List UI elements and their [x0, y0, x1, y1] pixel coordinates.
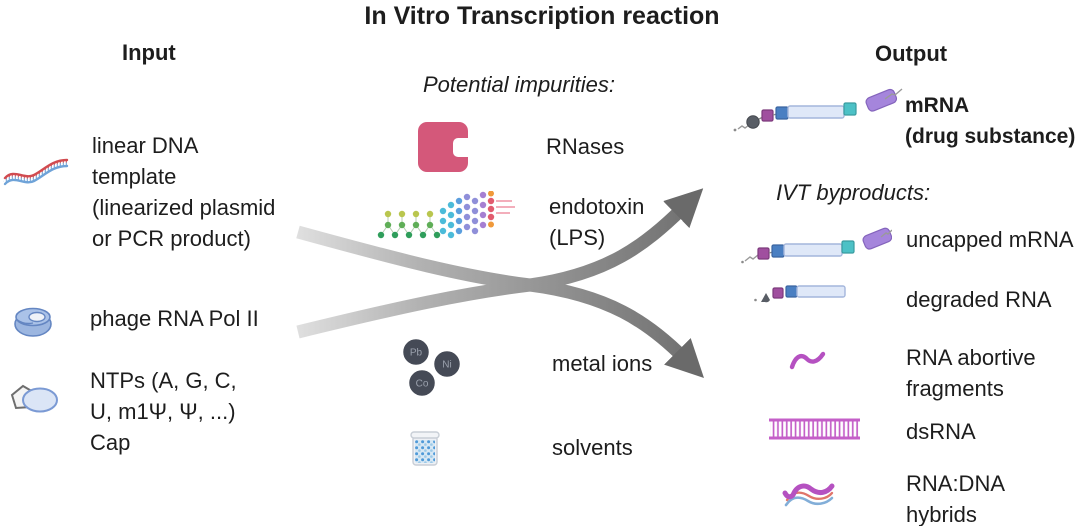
arrow-down-right: [296, 225, 704, 378]
metal-ions-icon: Pb Ni Co: [401, 337, 462, 398]
metal-ni-label: Ni: [442, 360, 451, 371]
metal-pb-label: Pb: [410, 348, 423, 359]
input-header: Input: [122, 40, 176, 65]
ntps-label: NTPs (A, G, C, U, m1Ψ, Ψ, ...) Cap: [90, 368, 237, 455]
rna-dna-hybrids-label: RNA:DNA hybrids: [906, 471, 1006, 526]
dsrna-label: dsRNA: [906, 419, 976, 444]
page-title: In Vitro Transcription reaction: [364, 2, 720, 30]
rnase-icon: [418, 122, 469, 172]
rna-abortive-fragments-icon: [789, 351, 826, 370]
rna-abortive-fragments-label: RNA abortive fragments: [906, 345, 1036, 401]
solvents-label: solvents: [552, 435, 633, 460]
mrna-label: mRNA (drug substance): [905, 94, 1076, 148]
impurities-header: Potential impurities:: [423, 72, 615, 97]
uncapped-mrna-label: uncapped mRNA: [906, 227, 1074, 252]
ivt-byproducts-header: IVT byproducts:: [776, 180, 931, 205]
polymerase-label: phage RNA Pol II: [90, 306, 259, 331]
dsrna-icon: [769, 418, 860, 440]
rna-dna-hybrids-icon: [782, 483, 835, 507]
rnase-notch: [453, 138, 469, 157]
capped-mrna-icon: [733, 88, 903, 132]
degraded-rna-icon: [754, 285, 846, 303]
output-header: Output: [875, 41, 948, 66]
endotoxin-label: endotoxin (LPS): [549, 194, 645, 250]
metal-co-label: Co: [416, 379, 429, 390]
metal-ions-label: metal ions: [552, 351, 653, 376]
reaction-arrows: [296, 188, 704, 378]
polymerase-icon: [14, 307, 52, 337]
dna-template-label: linear DNA template (linearized plasmid …: [92, 133, 276, 251]
solvent-beaker-icon: [410, 431, 440, 466]
dna-icon: [3, 158, 69, 186]
ntps-cap-icon: [10, 384, 58, 413]
rnases-label: RNases: [546, 134, 625, 159]
uncapped-mrna-icon: [741, 227, 892, 264]
degraded-rna-label: degraded RNA: [906, 287, 1052, 312]
endotoxin-lps-icon: [377, 191, 515, 239]
